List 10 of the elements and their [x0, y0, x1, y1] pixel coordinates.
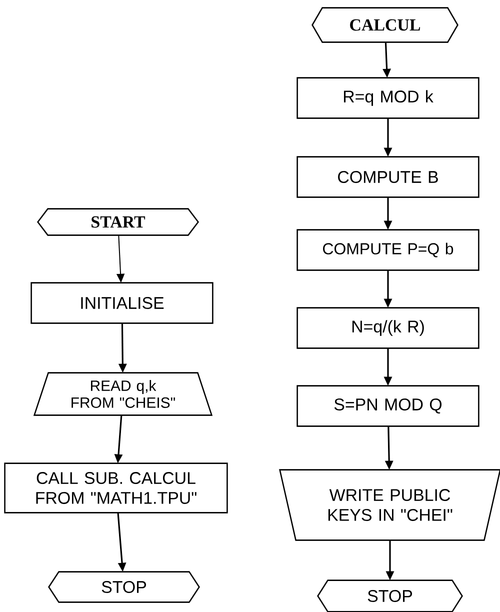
stop-terminator: STOP [317, 580, 463, 612]
stop-terminator: STOP [48, 571, 200, 603]
process-box: CALL SUB. CALCUL FROM "MATH1.TPU" [4, 462, 228, 514]
process-box: R=q MOD k [296, 77, 480, 119]
start-terminator: CALCUL [312, 7, 458, 43]
process-box: INITIALISE [30, 282, 214, 324]
process-box: COMPUTE P=Q b [296, 229, 480, 271]
process-box: N=q/(k R) [296, 307, 480, 349]
process-box: COMPUTE B [296, 156, 480, 198]
process-box: S=PN MOD Q [296, 385, 480, 427]
